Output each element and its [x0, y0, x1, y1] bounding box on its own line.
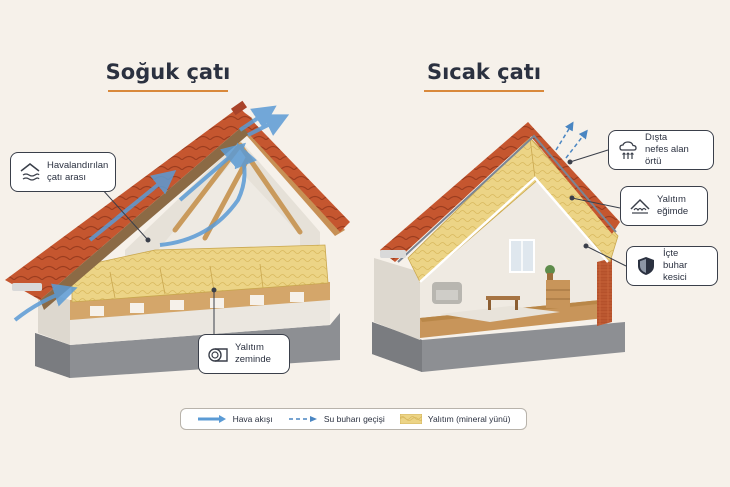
warm-roof-house — [372, 121, 625, 372]
warm-roof-title: Sıcak çatı — [426, 60, 542, 84]
roof-insulation-icon — [630, 198, 650, 214]
warm-foundation — [372, 322, 625, 372]
callout-floor-text: Yalıtım zeminde — [235, 342, 271, 365]
cold-airflow-arrows — [13, 105, 290, 322]
callout-breathable-text: Dışta nefes alan örtü — [645, 132, 689, 167]
cold-roof-title: Soğuk çatı — [105, 60, 231, 84]
warm-breathable-membrane — [397, 134, 617, 263]
warm-brick-wall — [597, 258, 612, 326]
warm-roof-tiles — [380, 122, 536, 262]
callout-breathable-membrane: Dışta nefes alan örtü — [608, 130, 714, 170]
legend-insulation: Yalıtım (mineral yünü) — [399, 414, 511, 424]
legend-airflow-label: Hava akışı — [232, 414, 273, 424]
dashed-arrow-icon — [288, 416, 317, 422]
cold-roof-tiles — [5, 108, 252, 300]
warm-coffee-table — [486, 296, 520, 300]
callout-ventilated-attic: Havalandırılan çatı arası — [10, 152, 116, 192]
callout-ventilated-text: Havalandırılan çatı arası — [47, 160, 109, 183]
legend: Hava akışı Su buharı geçişi Yalıtım (min… — [180, 408, 527, 430]
warm-vapor-barrier — [419, 176, 609, 283]
callout-slope-text: Yalıtım eğimde — [657, 194, 689, 217]
legend-insulation-label: Yalıtım (mineral yünü) — [427, 414, 511, 424]
legend-vapor: Su buharı geçişi — [288, 414, 385, 424]
cold-title-underline — [108, 90, 228, 92]
warm-title-underline — [424, 90, 544, 92]
callout-leader-lines — [91, 149, 627, 352]
shield-icon — [638, 257, 654, 275]
warm-shelf — [546, 280, 570, 308]
cold-roof-house — [5, 100, 350, 378]
callout-slope-insulation: Yalıtım eğimde — [620, 186, 708, 226]
insulation-roll-icon — [208, 348, 228, 362]
legend-vapor-label: Su buharı geçişi — [323, 414, 385, 424]
warm-vapor-arrows — [555, 121, 588, 159]
house-wave-icon — [20, 163, 40, 181]
insulation-swatch-icon — [399, 414, 422, 424]
solid-arrow-icon — [197, 415, 226, 423]
warm-gutter — [380, 250, 406, 258]
callout-floor-insulation: Yalıtım zeminde — [198, 334, 290, 374]
cloud-vapor-icon — [619, 141, 637, 159]
callout-vapor-barrier: İçte buhar kesici — [626, 246, 718, 286]
callout-vapor-text: İçte buhar kesici — [663, 248, 688, 283]
cold-gutter — [12, 283, 42, 291]
legend-airflow: Hava akışı — [197, 414, 273, 424]
